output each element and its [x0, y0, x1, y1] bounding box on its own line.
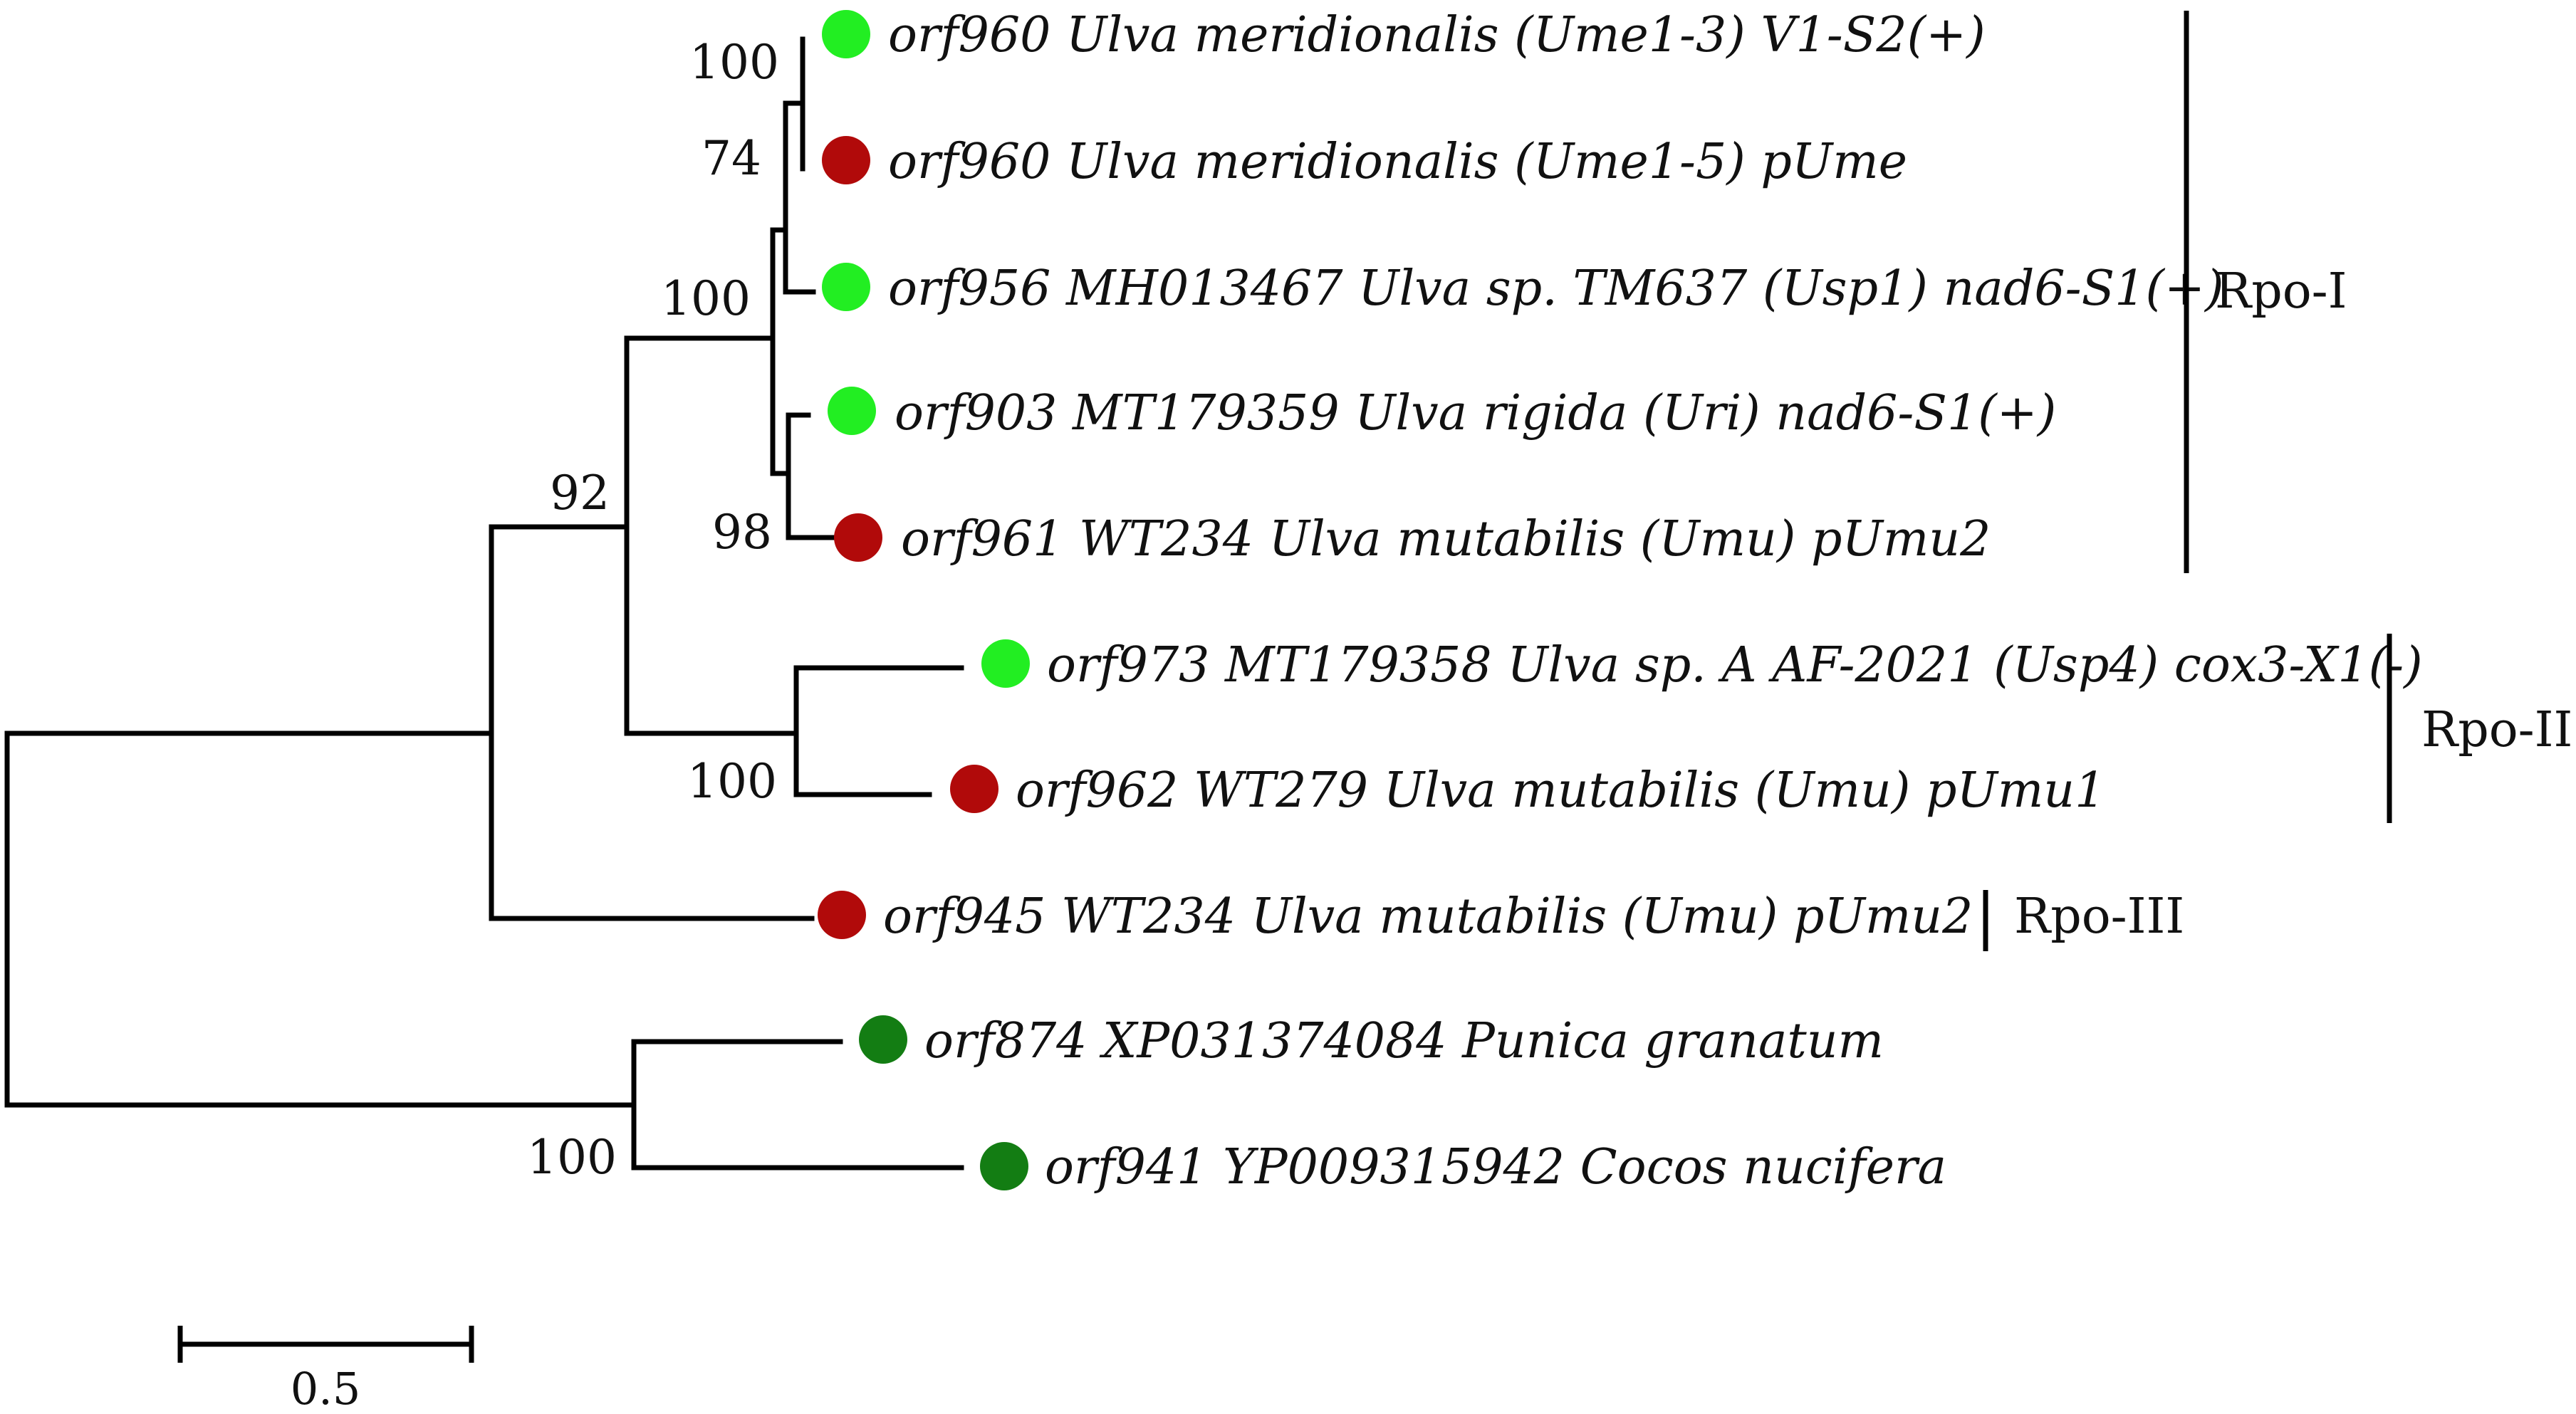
leaf-label: orf962 WT279 Ulva mutabilis (Umu) pUmu1 — [1016, 763, 2105, 819]
support-values: 100 74 100 98 92 100 100 — [527, 35, 779, 1185]
support-value: 100 — [689, 35, 779, 90]
leaf-label: orf960 Ulva meridionalis (Ume1-5) pUme — [888, 134, 1907, 190]
leaf-marker — [981, 639, 1030, 688]
leaf-label: orf960 Ulva meridionalis (Ume1-3) V1-S2(… — [888, 7, 1986, 63]
leaf-marker — [834, 513, 882, 562]
scale-bar-label: 0.5 — [291, 1363, 361, 1414]
leaf-label: orf973 MT179358 Ulva sp. A AF-2021 (Usp4… — [1047, 637, 2423, 693]
leaf-marker — [828, 387, 876, 435]
group-label-rpo-ii: Rpo-II — [2421, 702, 2572, 758]
leaf-label: orf874 XP031374084 Punica granatum — [924, 1013, 1884, 1069]
leaf-label: orf941 YP009315942 Cocos nucifera — [1045, 1139, 1946, 1195]
group-annotations: Rpo-I Rpo-II Rpo-III — [1983, 11, 2572, 951]
support-value: 100 — [661, 271, 751, 326]
leaf-label: orf961 WT234 Ulva mutabilis (Umu) pUmu2 — [901, 511, 1991, 567]
support-value: 92 — [550, 466, 610, 520]
leaf-marker — [822, 10, 870, 58]
leaf-marker — [980, 1142, 1028, 1190]
support-value: 98 — [712, 505, 772, 560]
group-label-rpo-iii: Rpo-III — [2014, 889, 2184, 945]
support-value: 100 — [527, 1130, 617, 1185]
leaf-marker — [822, 263, 870, 311]
leaf-label: orf956 MH013467 Ulva sp. TM637 (Usp1) na… — [888, 261, 2223, 317]
leaf-marker — [822, 136, 870, 184]
leaf-label: orf945 WT234 Ulva mutabilis (Umu) pUmu2 — [883, 889, 1973, 945]
leaf-markers — [818, 10, 1030, 1190]
scale-bar: 0.5 — [177, 1326, 474, 1414]
tree-branches — [4, 36, 964, 1171]
support-value: 74 — [702, 131, 761, 186]
leaf-marker — [859, 1015, 907, 1064]
support-value: 100 — [687, 754, 777, 809]
leaf-label: orf903 MT179359 Ulva rigida (Uri) nad6-S… — [895, 385, 2056, 441]
leaf-labels: orf960 Ulva meridionalis (Ume1-3) V1-S2(… — [883, 7, 2423, 1195]
group-label-rpo-i: Rpo-I — [2215, 263, 2347, 320]
leaf-marker — [818, 891, 866, 939]
leaf-marker — [950, 765, 998, 813]
